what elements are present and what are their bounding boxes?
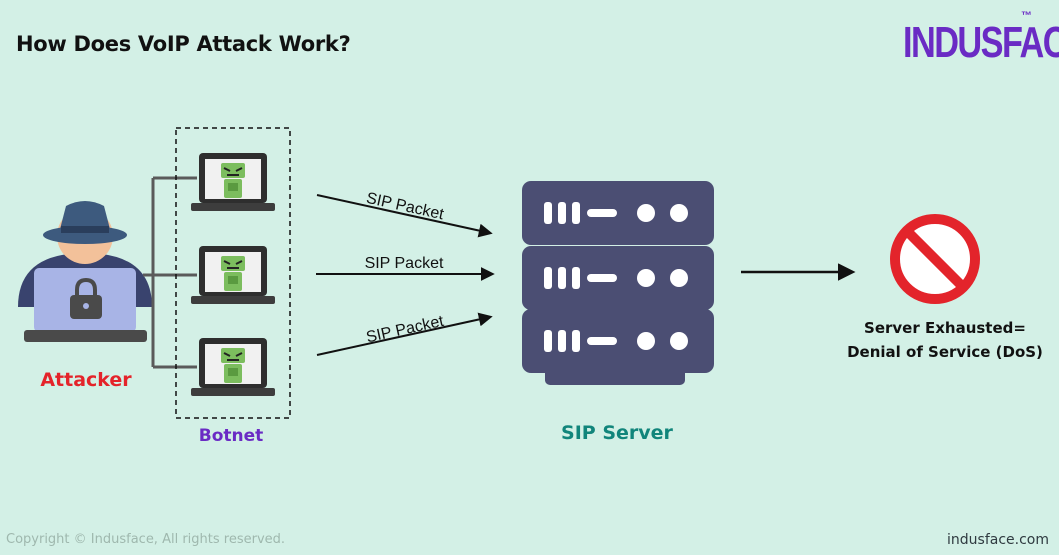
result-label-line1: Server Exhausted= (864, 319, 1026, 337)
bot-laptop-icon (190, 337, 276, 397)
bot-laptop-icon (190, 245, 276, 305)
padlock-icon (70, 277, 102, 319)
bot-laptop-icon (190, 152, 276, 212)
packet-label-top: SIP Packet (365, 190, 446, 224)
copyright-text: Copyright © Indusface, All rights reserv… (6, 532, 286, 547)
botnet-label: Botnet (199, 426, 264, 446)
packet-label-middle: SIP Packet (365, 255, 444, 272)
trademark-mark: ™ (1021, 10, 1032, 22)
attacker-label: Attacker (40, 369, 132, 391)
botnet-boundary (175, 127, 291, 419)
server-icon (522, 181, 714, 385)
packet-label-bottom: SIP Packet (365, 313, 446, 347)
page-title: How Does VoIP Attack Work? (16, 32, 351, 56)
site-url: indusface.com (947, 532, 1049, 548)
prohibited-icon (890, 214, 980, 304)
packet-arrow-bottom (316, 312, 493, 356)
indusface-logo: INDUSFACE (903, 18, 1059, 67)
packet-arrows (316, 194, 495, 356)
result-label-line2: Denial of Service (DoS) (847, 343, 1043, 361)
packet-arrow-top (316, 194, 493, 238)
botnet-connectors (143, 176, 197, 369)
server-label: SIP Server (561, 422, 674, 444)
